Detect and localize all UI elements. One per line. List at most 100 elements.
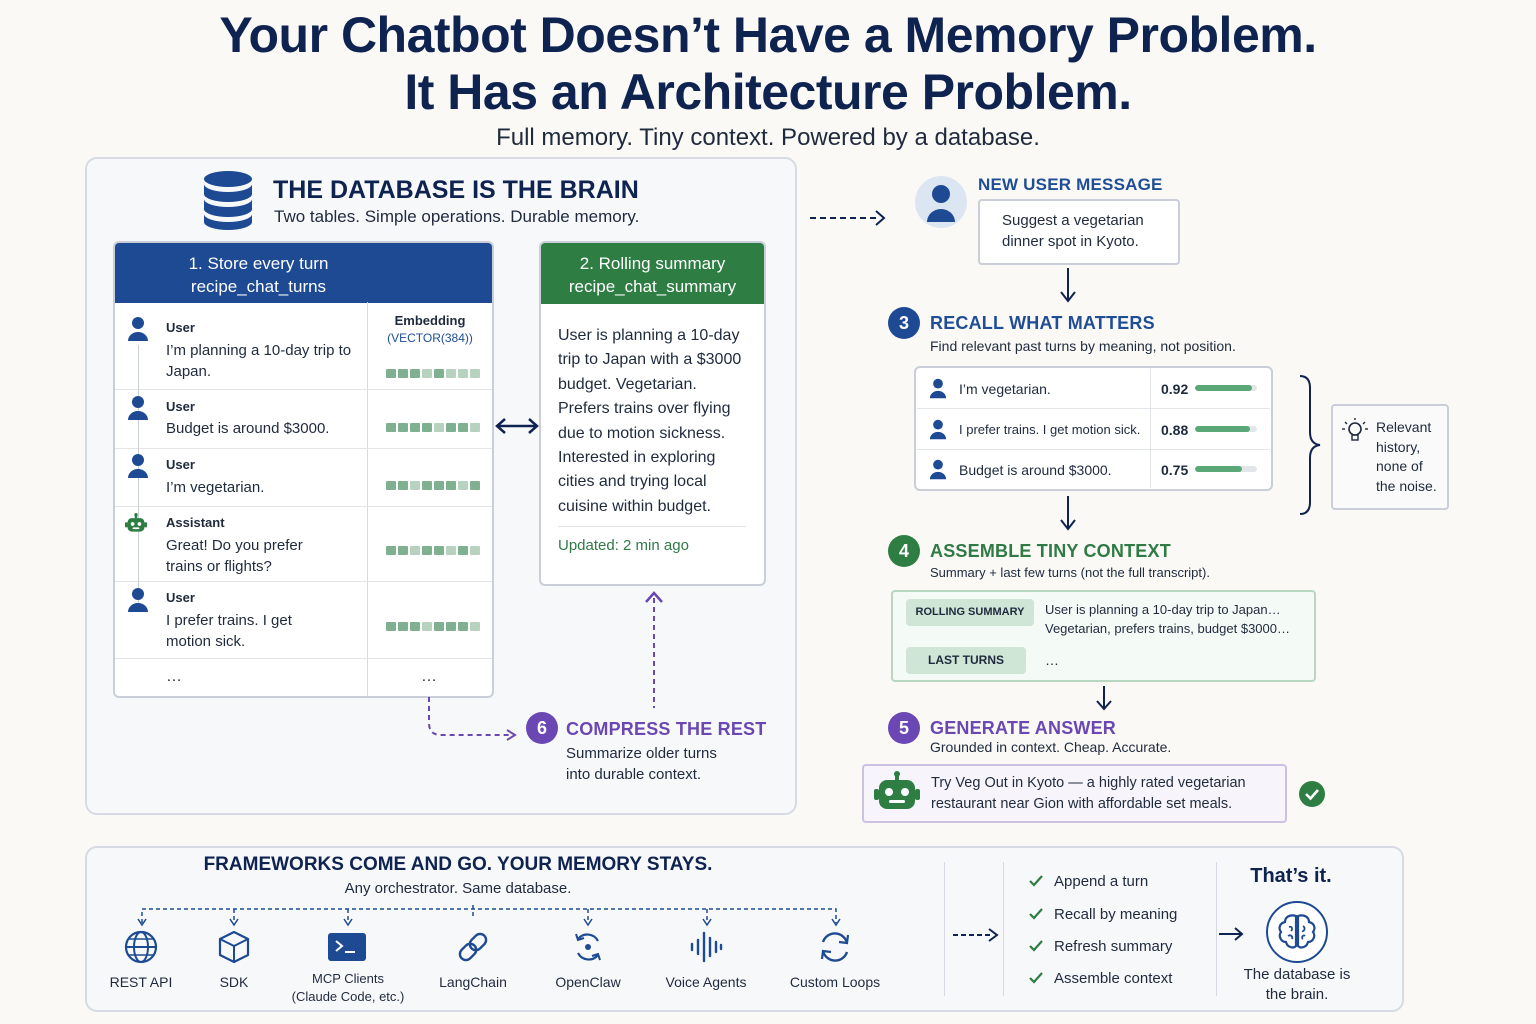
embedding-header: Embedding — [394, 313, 466, 328]
chain-link-icon — [458, 932, 488, 962]
brain-badge — [1266, 901, 1328, 963]
checklist-item: Assemble context — [1054, 970, 1173, 987]
result-divider — [917, 408, 1270, 409]
cube-icon — [218, 930, 250, 964]
user-avatar-icon — [128, 396, 148, 420]
flow-arrow-down — [1060, 496, 1076, 531]
row-divider — [115, 389, 492, 390]
rolling-summary-tag: ROLLING SUMMARY — [906, 599, 1034, 626]
summary-table-title: 2. Rolling summary — [579, 254, 726, 273]
to-new-message-arrow — [810, 210, 886, 226]
check-icon — [1029, 940, 1043, 952]
brain-icon — [1278, 914, 1316, 949]
recall-score: 0.75 — [1161, 462, 1189, 478]
brain-caption: The database is the brain. — [1243, 966, 1351, 1003]
relevant-note — [1331, 404, 1449, 510]
check-icon — [1029, 875, 1043, 887]
new-message-text: Suggest a vegetarian dinner spot in Kyot… — [1002, 212, 1144, 250]
step-5-desc: Grounded in context. Cheap. Accurate. — [930, 739, 1172, 755]
relevant-note-text: Relevant history, none of the noise. — [1376, 419, 1437, 494]
database-heading: THE DATABASE IS THE BRAIN — [273, 176, 639, 204]
check-icon — [1029, 972, 1043, 984]
new-message-label: NEW USER MESSAGE — [978, 175, 1163, 194]
column-divider — [367, 302, 368, 696]
step-4-desc: Summary + last few turns (not the full t… — [930, 565, 1210, 580]
turns-table-header: 1. Store every turn recipe_chat_turns — [115, 243, 492, 303]
user-avatar-icon — [927, 185, 955, 222]
answer-box — [862, 764, 1287, 823]
turn-text: I prefer trains. I get motion sick. — [166, 612, 292, 650]
framework-label: Voice Agents — [665, 974, 747, 990]
row-divider — [115, 658, 492, 659]
title-line-1: Your Chatbot Doesn’t Have a Memory Probl… — [219, 7, 1317, 63]
score-fill — [1195, 385, 1253, 391]
summary-table: 2. Rolling summary recipe_chat_summary U… — [539, 241, 766, 586]
turn-role: User — [166, 457, 195, 472]
frameworks-panel — [85, 846, 1404, 1012]
waveform-icon — [690, 931, 723, 963]
globe-icon — [124, 930, 158, 964]
recall-score-bar — [1195, 426, 1257, 432]
framework-label: Custom Loops — [789, 974, 881, 990]
database-icon — [204, 171, 252, 230]
step-6-badge: 6 — [526, 712, 558, 744]
step-3-desc: Find relevant past turns by meaning, not… — [930, 338, 1236, 354]
checkmark-icon — [1299, 781, 1325, 807]
user-avatar-icon — [128, 317, 148, 341]
compress-arrow-up-icon — [645, 591, 663, 708]
step-4-title: ASSEMBLE TINY CONTEXT — [930, 541, 1171, 561]
framework-label: LangChain — [439, 974, 507, 990]
flow-arrow-down — [1060, 268, 1076, 303]
embedding-bar — [386, 481, 480, 490]
recall-result-text: I’m vegetarian. — [959, 381, 1051, 397]
row-divider — [115, 506, 492, 507]
check-icon — [1029, 908, 1043, 920]
summary-table-header: 2. Rolling summary recipe_chat_summary — [541, 243, 764, 304]
summary-divider — [558, 526, 746, 527]
framework-label: MCP Clients — [311, 971, 384, 986]
turn-role: Assistant — [166, 515, 225, 530]
turn-role: User — [166, 320, 195, 335]
summary-table-name: recipe_chat_summary — [568, 277, 737, 296]
terminal-icon — [328, 933, 366, 961]
frameworks-subheading: Any orchestrator. Same database. — [344, 880, 572, 897]
user-avatar-icon — [128, 454, 148, 478]
context-summary-text: User is planning a 10-day trip to Japan…… — [1045, 602, 1290, 636]
embedding-bar — [386, 423, 480, 432]
checklist-item: Append a turn — [1054, 873, 1149, 890]
summary-updated: Updated: 2 min ago — [558, 537, 689, 554]
turn-role: User — [166, 590, 195, 605]
recall-score-bar — [1195, 466, 1257, 472]
turn-text: Budget is around $3000. — [166, 420, 330, 437]
row-divider — [115, 581, 492, 582]
user-avatar-icon — [929, 459, 947, 480]
step-6-desc: Summarize older turns into durable conte… — [566, 745, 717, 783]
answer-text: Try Veg Out in Kyoto — a highly rated ve… — [931, 775, 1246, 812]
section-divider — [1216, 862, 1217, 996]
score-divider — [1150, 369, 1151, 488]
step-3-badge: 3 — [888, 307, 920, 339]
step-5-title: GENERATE ANSWER — [930, 718, 1117, 738]
turn-role: User — [166, 399, 195, 414]
last-turns-tag: LAST TURNS — [906, 647, 1026, 674]
cycle-icon — [575, 933, 601, 961]
step-5-badge: 5 — [888, 712, 920, 744]
refresh-icon — [820, 932, 850, 962]
robot-icon — [874, 771, 920, 809]
embedding-bar — [386, 622, 480, 631]
score-fill — [1195, 466, 1242, 472]
framework-label: OpenClaw — [555, 974, 621, 990]
user-avatar-icon — [128, 588, 148, 612]
embedding-bar — [386, 546, 480, 555]
grouping-brace — [1299, 375, 1321, 515]
turns-table-title: 1. Store every turn — [188, 254, 329, 273]
section-divider — [944, 862, 945, 996]
dashed-arrow-right — [953, 928, 999, 942]
last-turns-text: … — [1045, 652, 1059, 668]
turn-text: I’m vegetarian. — [166, 479, 265, 496]
thats-it-heading: That’s it. — [1250, 865, 1332, 887]
database-subheading: Two tables. Simple operations. Durable m… — [274, 207, 640, 226]
row-divider — [115, 448, 492, 449]
embedding-bar — [386, 369, 480, 378]
step-6-title: COMPRESS THE REST — [566, 719, 767, 739]
